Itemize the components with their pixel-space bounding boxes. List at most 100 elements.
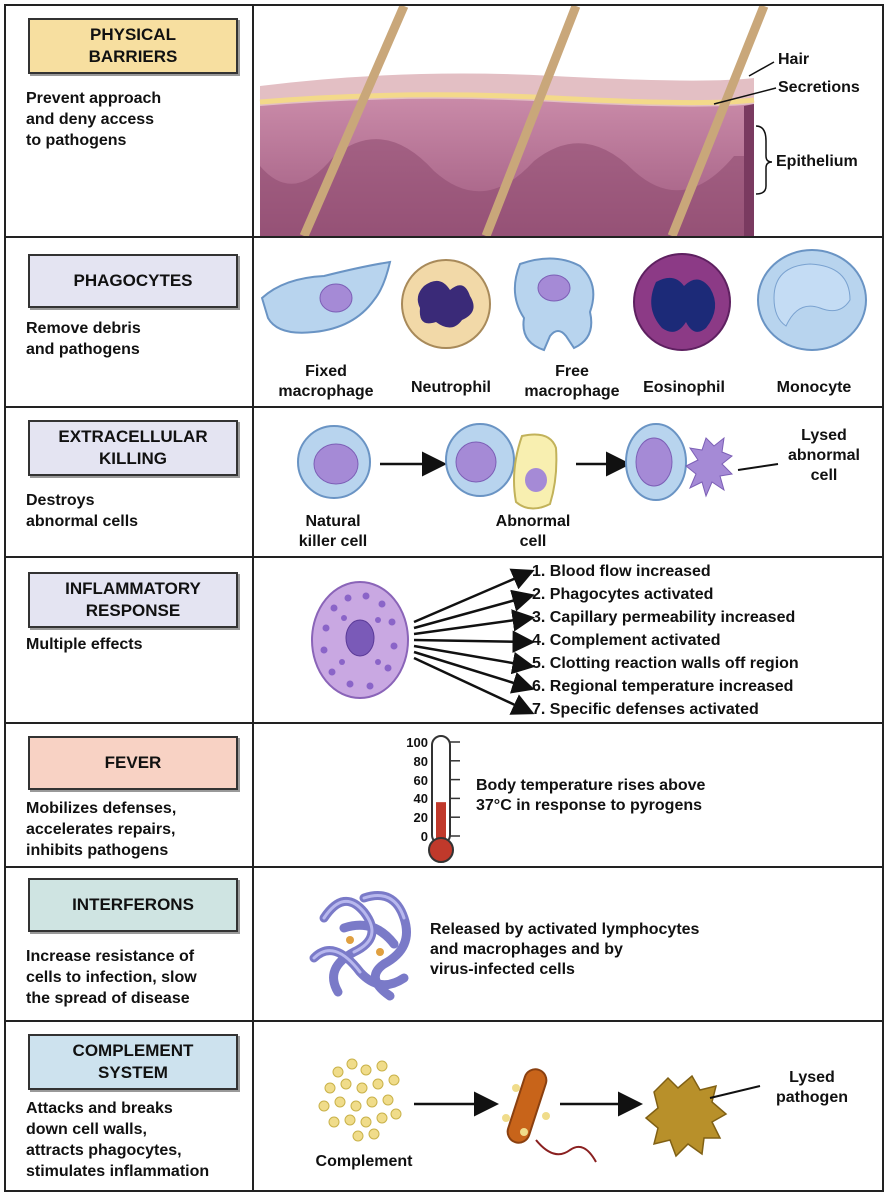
complement-proteins	[318, 1058, 402, 1142]
effect-item: 7. Specific defenses activated	[532, 701, 759, 718]
protein-ribbon-highlight	[362, 894, 406, 920]
hair-pointer	[748, 61, 775, 77]
free-macrophage-nucleus	[537, 274, 571, 302]
complement-description: Attacks and breaks down cell walls, attr…	[26, 1098, 244, 1182]
desc-line: Increase resistance of	[26, 948, 195, 965]
nk-cell-label: Natural killer cell	[278, 512, 388, 552]
title-line: EXTRACELLULAR	[58, 427, 208, 446]
row-inflammatory-response: INFLAMMATORY RESPONSE Multiple effects	[4, 556, 884, 724]
physical-description: Prevent approach and deny access to path…	[26, 88, 244, 151]
desc-line: Multiple effects	[26, 636, 143, 653]
bound-complement	[502, 1114, 510, 1122]
thermometer-tick-label: 100	[406, 735, 428, 750]
lysed-pointer	[737, 463, 779, 471]
free-macrophage-label: Free macrophage	[510, 362, 634, 402]
thermometer-mercury	[436, 802, 446, 848]
label-line: Fixed	[305, 363, 347, 380]
text-line: 37°C in response to pyrogens	[476, 797, 703, 814]
physical-title-line2: BARRIERS	[88, 47, 178, 66]
abnormal-cell-label: Abnormal cell	[478, 512, 588, 552]
protein-site	[346, 936, 354, 944]
protein-ribbon-highlight	[322, 900, 374, 954]
complement-title: COMPLEMENT SYSTEM	[28, 1034, 238, 1090]
eosinophil-label: Eosinophil	[643, 379, 725, 396]
title-line: COMPLEMENT	[72, 1041, 194, 1060]
hair-strand	[299, 6, 409, 236]
effect-arrow	[413, 589, 535, 630]
effect-arrow	[413, 609, 535, 636]
label-line: Lysed	[801, 427, 847, 444]
mast-cell-effects	[311, 568, 535, 715]
complement-sequence	[318, 1058, 761, 1163]
label-line: Abnormal	[495, 513, 571, 530]
fever-description: Mobilizes defenses, accelerates repairs,…	[26, 798, 244, 861]
fixed-macrophage-nucleus	[319, 283, 353, 313]
desc-line: Destroys	[26, 492, 95, 509]
secretion-layer	[259, 92, 755, 106]
desc-line: stimulates inflammation	[26, 1163, 210, 1180]
abnormal-cell-nucleus	[525, 468, 547, 492]
monocyte-label: Monocyte	[776, 379, 852, 396]
desc-line: Attacks and breaks	[26, 1100, 173, 1117]
phagocytes-title: PHAGOCYTES	[28, 254, 238, 308]
effect-item: 3. Capillary permeability increased	[532, 609, 796, 626]
effect-item: 1. Blood flow increased	[532, 563, 711, 580]
desc-line: and deny access	[26, 111, 155, 128]
bound-complement	[542, 1112, 550, 1120]
effect-arrow	[413, 630, 535, 653]
fever-text: Body temperature rises above 37°C in res…	[476, 776, 705, 816]
label-line: Lysed	[789, 1069, 835, 1086]
complement-illustration: Complement Lysed pathogen	[254, 1022, 882, 1190]
protein-site	[376, 948, 384, 956]
fixed-macrophage-label: Fixed macrophage	[262, 362, 390, 402]
interferons-left-panel: INTERFERONS Increase resistance of cells…	[6, 868, 254, 1020]
lysed-pathogen	[644, 1074, 728, 1158]
thermometer-tick-label: 60	[413, 772, 428, 788]
row-interferons: INTERFERONS Increase resistance of cells…	[4, 866, 884, 1022]
label-line: macrophage	[278, 383, 374, 400]
inflammatory-title: INFLAMMATORY RESPONSE	[28, 572, 238, 628]
effect-arrow	[413, 568, 535, 624]
physical-title-line1: PHYSICAL	[90, 25, 176, 44]
fever-left-panel: FEVER Mobilizes defenses, accelerates re…	[6, 724, 254, 866]
inflammatory-description: Multiple effects	[26, 634, 244, 655]
thermometer-tick-marks	[450, 741, 460, 837]
extracellular-illustration: Natural killer cell Abnormal cell Lysed …	[254, 408, 882, 556]
bacterium-flagellum	[535, 1139, 597, 1163]
extracellular-title: EXTRACELLULAR KILLING	[28, 420, 238, 476]
interferon-molecule	[309, 891, 411, 1001]
secretions-pointer	[713, 87, 777, 105]
label-line: Natural	[305, 513, 361, 530]
complement-label: Complement	[315, 1153, 413, 1170]
effect-item: 6. Regional temperature increased	[532, 678, 794, 695]
eosinophil-nucleus	[651, 277, 716, 332]
label-line: cell	[810, 467, 838, 484]
desc-line: to pathogens	[26, 132, 127, 149]
label-line: cell	[519, 533, 547, 550]
effect-item: 4. Complement activated	[532, 632, 721, 649]
bound-complement	[520, 1128, 528, 1136]
thermometer	[428, 735, 460, 863]
effect-item: 2. Phagocytes activated	[532, 586, 714, 603]
hair-label: Hair	[778, 51, 810, 68]
hair-strand	[481, 6, 581, 236]
lysed-cell	[685, 436, 734, 498]
physical-illustration: Hair Secretions Epithelium	[254, 6, 882, 236]
label-line: Free	[555, 363, 589, 380]
effect-arrow	[413, 644, 535, 675]
interferons-illustration: Released by activated lymphocytes and ma…	[254, 868, 882, 1020]
hair-strand	[667, 6, 769, 236]
protein-ribbon-highlight	[312, 949, 362, 974]
desc-line: Remove debris	[26, 320, 141, 337]
nk-cell-nucleus	[313, 443, 359, 485]
fever-title: FEVER	[28, 736, 238, 790]
thermometer-tick-label: 40	[413, 791, 428, 807]
interferons-title: INTERFERONS	[28, 878, 238, 932]
text-line: and macrophages and by	[430, 941, 623, 958]
interferons-text: Released by activated lymphocytes and ma…	[430, 920, 699, 980]
title-line: KILLING	[99, 449, 167, 468]
bacterium	[506, 1068, 548, 1144]
interferons-description: Increase resistance of cells to infectio…	[26, 946, 244, 1009]
lysed-pathogen-label: Lysed pathogen	[762, 1068, 862, 1108]
epithelium-label: Epithelium	[776, 153, 858, 170]
